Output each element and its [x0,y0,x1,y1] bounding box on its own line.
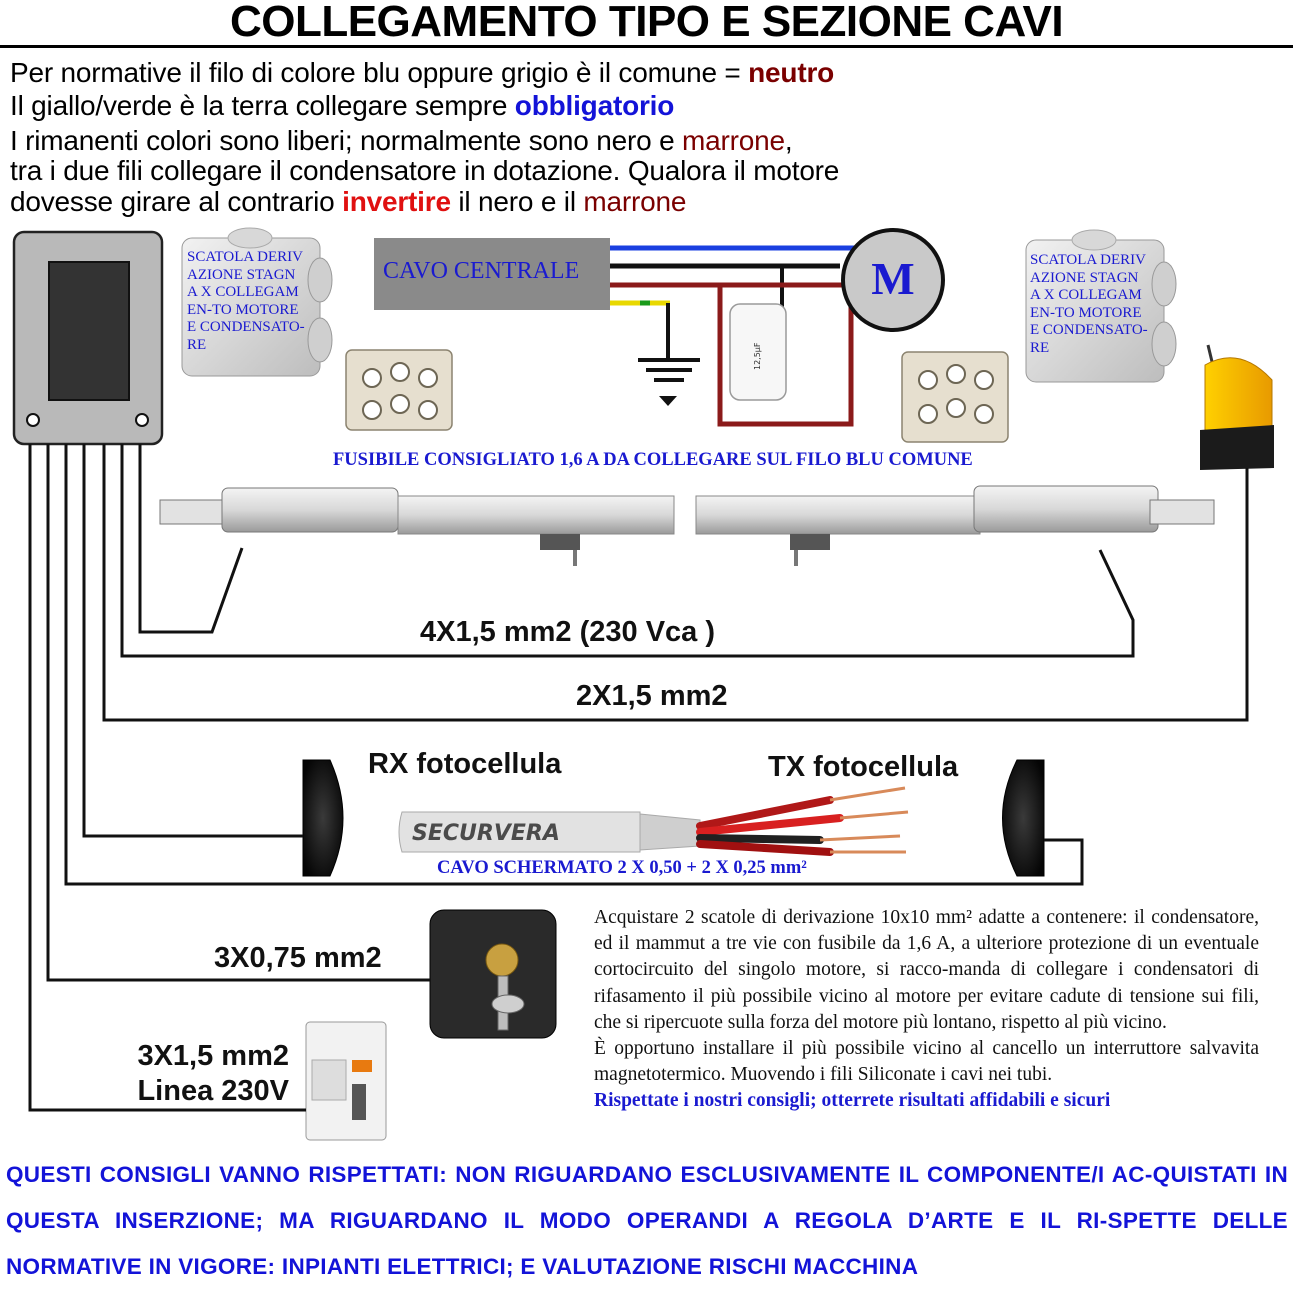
control-panel [12,230,164,446]
shielded-cable: SECURVERA [398,786,909,856]
cable-label-4x15: 4X1,5 mm2 (230 Vca ) [420,616,716,648]
tx-photocell-label: TX fotocellula [768,751,959,783]
cavo-centrale-label: CAVO CENTRALE [383,258,580,284]
actuator-right [695,485,1215,566]
intro-line-2: Il giallo/verde è la terra collegare sem… [10,90,675,121]
ground-symbol [638,303,700,406]
intro-line-1: Per normative il filo di colore blu oppu… [10,57,835,88]
circuit-breaker [305,1021,387,1141]
photocell-rx [302,759,344,877]
page-title: COLLEGAMENTO TIPO E SEZIONE CAVI [229,0,1064,46]
title-divider [0,45,1293,48]
motor-label: M [871,253,915,304]
wiring-lines [28,444,1249,1112]
notes-paragraph-2: È opportuno installare il più possibile … [594,1038,1259,1086]
cable-brand: SECURVERA [412,821,560,846]
actuator-left [159,487,675,566]
junction-box-left-label: SCATOLA DERIVAZIONE STAGNA X COLLEGAMEN-… [187,249,305,353]
junction-box-left [181,227,333,377]
cable-label-3x075: 3X0,75 mm2 [214,942,382,974]
cable-label-3x15: 3X1,5 mm2 [137,1040,289,1072]
terminal-block-left [345,349,453,431]
wire-brown [610,282,861,296]
flashing-lamp [1200,344,1274,470]
capacitor: 12,5μF [729,300,787,401]
intro-line-4: tra i due fili collegare il condensatore… [10,155,840,186]
panel-screw-right [135,413,149,427]
intro-line-5: dovesse girare al contrario invertire il… [10,186,687,217]
line-230-label: Linea 230V [137,1075,289,1107]
installation-notes: Acquistare 2 scatole di derivazione 10x1… [594,905,1259,1115]
junction-box-right-label: SCATOLA DERIVAZIONE STAGNA X COLLEGAMEN-… [1030,252,1148,356]
motor-symbol-group [841,228,945,332]
fuse-note: FUSIBILE CONSIGLIATO 1,6 A DA COLLEGARE … [333,450,973,470]
capacitor-rating: 12,5μF [753,342,762,370]
terminal-block-right [901,351,1009,443]
wire-brown-loop [717,285,854,427]
intro-line-3: I rimanenti colori sono liberi; normalme… [10,125,793,156]
shielded-cable-label: CAVO SCHERMATO 2 X 0,50 + 2 X 0,25 mm² [437,858,807,878]
panel-screw-left [26,413,40,427]
photocell-tx [1002,759,1045,877]
cable-label-2x15: 2X1,5 mm2 [576,680,728,712]
key-switch [429,909,557,1039]
notes-paragraph-3: Rispettate i nostri consigli; otterrete … [594,1090,1111,1112]
footer-warning: QUESTI CONSIGLI VANNO RISPETTATI: NON RI… [6,1162,1288,1279]
junction-box-right [1025,229,1177,383]
rx-photocell-label: RX fotocellula [368,748,562,780]
cavo-centrale-box [374,238,610,310]
notes-paragraph-1: Acquistare 2 scatole di derivazione 10x1… [594,907,1259,1033]
